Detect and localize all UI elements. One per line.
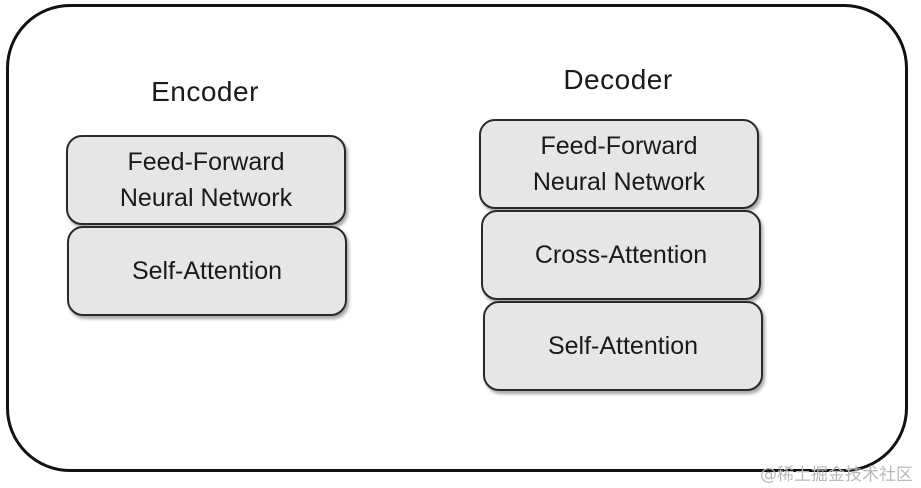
decoder-self-attention-label: Self-Attention: [547, 332, 699, 360]
decoder-feed-forward-line2: Neural Network: [532, 168, 706, 196]
encoder-self-attention-label: Self-Attention: [131, 257, 283, 285]
watermark: @稀土掘金技术社区: [760, 465, 913, 485]
decoder-cross-attention-label: Cross-Attention: [534, 241, 708, 269]
encoder-feed-forward-block: Feed-Forward Neural Network: [66, 135, 346, 225]
encoder-feed-forward-label: Feed-Forward Neural Network: [120, 144, 292, 216]
decoder-feed-forward-block: Feed-Forward Neural Network: [479, 119, 759, 209]
encoder-title-text: Encoder: [151, 76, 259, 107]
encoder-feed-forward-line1: Feed-Forward: [127, 148, 285, 176]
encoder-self-attention-block: Self-Attention: [67, 226, 347, 316]
decoder-title-text: Decoder: [563, 64, 673, 95]
decoder-feed-forward-line1: Feed-Forward: [540, 132, 698, 160]
decoder-feed-forward-label: Feed-Forward Neural Network: [533, 128, 705, 200]
decoder-self-attention-block: Self-Attention: [483, 301, 763, 391]
decoder-cross-attention-block: Cross-Attention: [481, 210, 761, 300]
encoder-feed-forward-line2: Neural Network: [119, 184, 293, 212]
